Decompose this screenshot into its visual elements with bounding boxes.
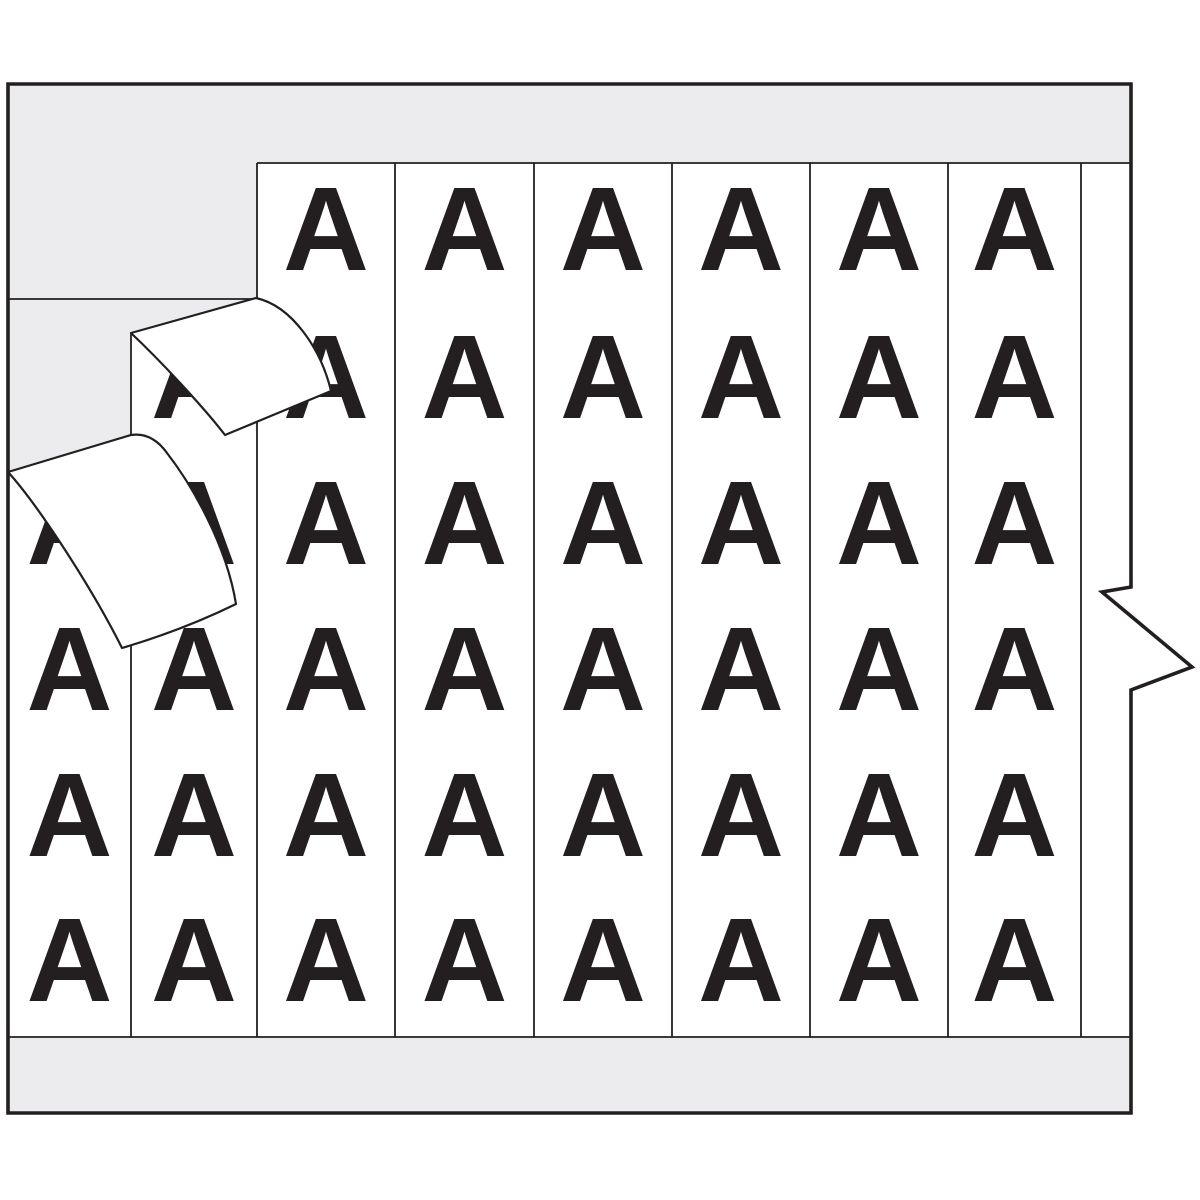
marker-letter: A bbox=[283, 603, 369, 736]
marker-letter: A bbox=[698, 749, 784, 882]
marker-letter: A bbox=[836, 457, 922, 590]
marker-letter: A bbox=[27, 894, 113, 1027]
marker-letter: A bbox=[283, 894, 369, 1027]
marker-letter: A bbox=[698, 894, 784, 1027]
marker-letter: A bbox=[972, 603, 1058, 736]
marker-letter: A bbox=[422, 749, 508, 882]
marker-letter: A bbox=[836, 311, 922, 444]
marker-letter: A bbox=[422, 163, 508, 296]
marker-letter: A bbox=[972, 894, 1058, 1027]
marker-letter: A bbox=[560, 163, 646, 296]
marker-letter: A bbox=[972, 311, 1058, 444]
marker-letters: AAAAAAAAAAAAAAAAAAAAAAAAAAAAAAAAAAAAAAAA… bbox=[27, 163, 1058, 1027]
marker-letter: A bbox=[836, 603, 922, 736]
marker-letter: A bbox=[27, 603, 113, 736]
marker-letter: A bbox=[836, 894, 922, 1027]
marker-letter: A bbox=[972, 457, 1058, 590]
marker-letter: A bbox=[560, 311, 646, 444]
marker-letter: A bbox=[151, 749, 237, 882]
marker-letter: A bbox=[422, 894, 508, 1027]
marker-letter: A bbox=[698, 457, 784, 590]
marker-letter: A bbox=[698, 163, 784, 296]
marker-letter: A bbox=[836, 163, 922, 296]
marker-letter: A bbox=[422, 457, 508, 590]
marker-letter: A bbox=[698, 603, 784, 736]
marker-letter: A bbox=[422, 311, 508, 444]
marker-letter: A bbox=[698, 311, 784, 444]
marker-letter: A bbox=[283, 749, 369, 882]
marker-letter: A bbox=[283, 163, 369, 296]
marker-letter: A bbox=[836, 749, 922, 882]
marker-letter: A bbox=[972, 163, 1058, 296]
marker-letter: A bbox=[560, 749, 646, 882]
marker-letter: A bbox=[422, 603, 508, 736]
peeled-label-bottom bbox=[6, 433, 238, 650]
grid-lines bbox=[8, 162, 1131, 1038]
marker-letter: A bbox=[560, 894, 646, 1027]
marker-letter: A bbox=[283, 457, 369, 590]
marker-letter: A bbox=[972, 749, 1058, 882]
marker-letter: A bbox=[560, 457, 646, 590]
peeled-label-top bbox=[129, 296, 333, 437]
marker-letter: A bbox=[151, 894, 237, 1027]
label-strip-block bbox=[257, 163, 1192, 1037]
marker-letter: A bbox=[560, 603, 646, 736]
marker-letter: A bbox=[27, 749, 113, 882]
card-border bbox=[6, 82, 1196, 1115]
